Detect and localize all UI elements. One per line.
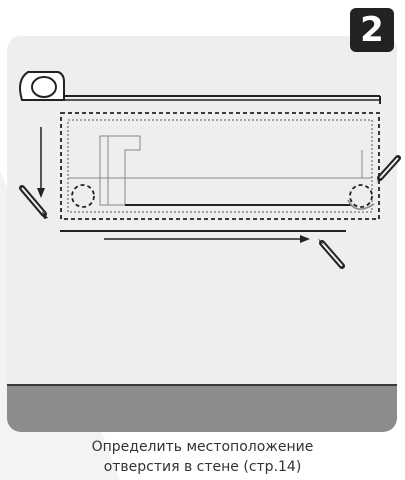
left-hole-marker: [71, 184, 95, 208]
right-hole-rotation-mark: [347, 199, 375, 210]
tape-measure-icon: [19, 71, 381, 104]
installation-diagram: [19, 71, 401, 269]
horizontal-arrow-icon: [104, 235, 310, 243]
caption-line-1: Определить местоположение: [91, 439, 314, 455]
card-bottom-band: [7, 386, 397, 432]
pencil-icon-right: [376, 155, 401, 184]
caption: Определить местоположение отверстия в ст…: [0, 437, 405, 477]
step-number-badge: 2: [350, 8, 394, 52]
caption-line-2: отверстия в стене (стр.14): [103, 459, 302, 475]
pencil-icon-bottom: [318, 238, 345, 269]
instruction-card: [7, 36, 397, 432]
card-band-divider: [7, 384, 397, 386]
pencil-icon: [19, 185, 48, 219]
vertical-arrow-icon: [37, 127, 45, 198]
unit-inner-outline: [67, 119, 373, 213]
unit-outline-dashed: [60, 112, 380, 220]
mounting-plate-outline: [68, 135, 372, 206]
right-hole-marker: [349, 184, 373, 208]
